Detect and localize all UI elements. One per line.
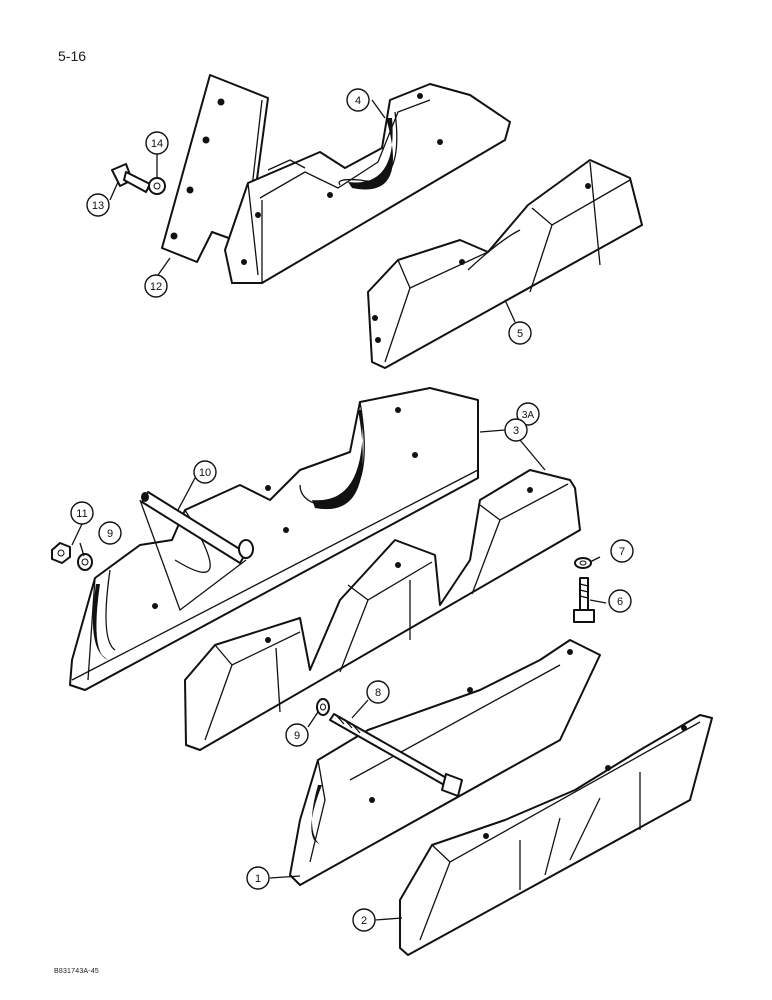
svg-text:3A: 3A [522,410,535,421]
svg-text:4: 4 [355,95,361,107]
part-10-pin [139,491,254,612]
callout-8: 8 [366,680,390,704]
svg-text:13: 13 [92,200,104,212]
part-6-bolt [573,577,595,623]
part-1-lower-rail [289,639,601,886]
document-code: B831743A-45 [54,968,100,975]
callout-6: 6 [608,589,632,613]
svg-text:6: 6 [617,596,623,608]
svg-text:3: 3 [513,425,519,437]
svg-text:14: 14 [151,138,163,150]
callout-9-lower: 9 [285,723,309,747]
callout-12: 12 [144,274,168,298]
part-3a-middle-rail [184,469,581,751]
callout-3: 3 [504,418,528,442]
svg-text:8: 8 [375,687,381,699]
svg-text:7: 7 [619,546,625,558]
svg-text:1: 1 [255,873,261,885]
callout-2: 2 [352,908,376,932]
callout-13: 13 [86,193,110,217]
callout-4: 4 [346,88,370,112]
callout-1: 1 [246,866,270,890]
callout-14: 14 [145,131,169,155]
page-number: 5-16 [58,48,87,64]
callout-10: 10 [193,460,217,484]
callout-3a: 3A [516,402,540,426]
leader-lines [71,99,607,921]
part-9-washer-lower [316,698,330,716]
part-2-bottom-rail [399,714,713,956]
part-14-washer [148,177,166,195]
svg-text:9: 9 [294,730,300,742]
svg-text:5: 5 [517,328,523,340]
part-5-lower-rail [367,159,643,369]
callout-11: 11 [70,501,94,525]
svg-text:9: 9 [107,528,113,540]
part-4-upper-rail [224,83,511,284]
part-11-nut [51,542,71,564]
part-7-washer [574,557,592,569]
svg-text:10: 10 [199,467,211,479]
callout-9-upper: 9 [98,521,122,545]
svg-text:11: 11 [76,508,87,520]
part-8-long-bolt [329,713,463,797]
part-13-bolt [111,163,151,193]
svg-text:2: 2 [361,915,367,927]
svg-text:12: 12 [150,281,162,293]
callout-7: 7 [610,539,634,563]
callout-5: 5 [508,321,532,345]
part-9-washer-upper [77,553,93,571]
